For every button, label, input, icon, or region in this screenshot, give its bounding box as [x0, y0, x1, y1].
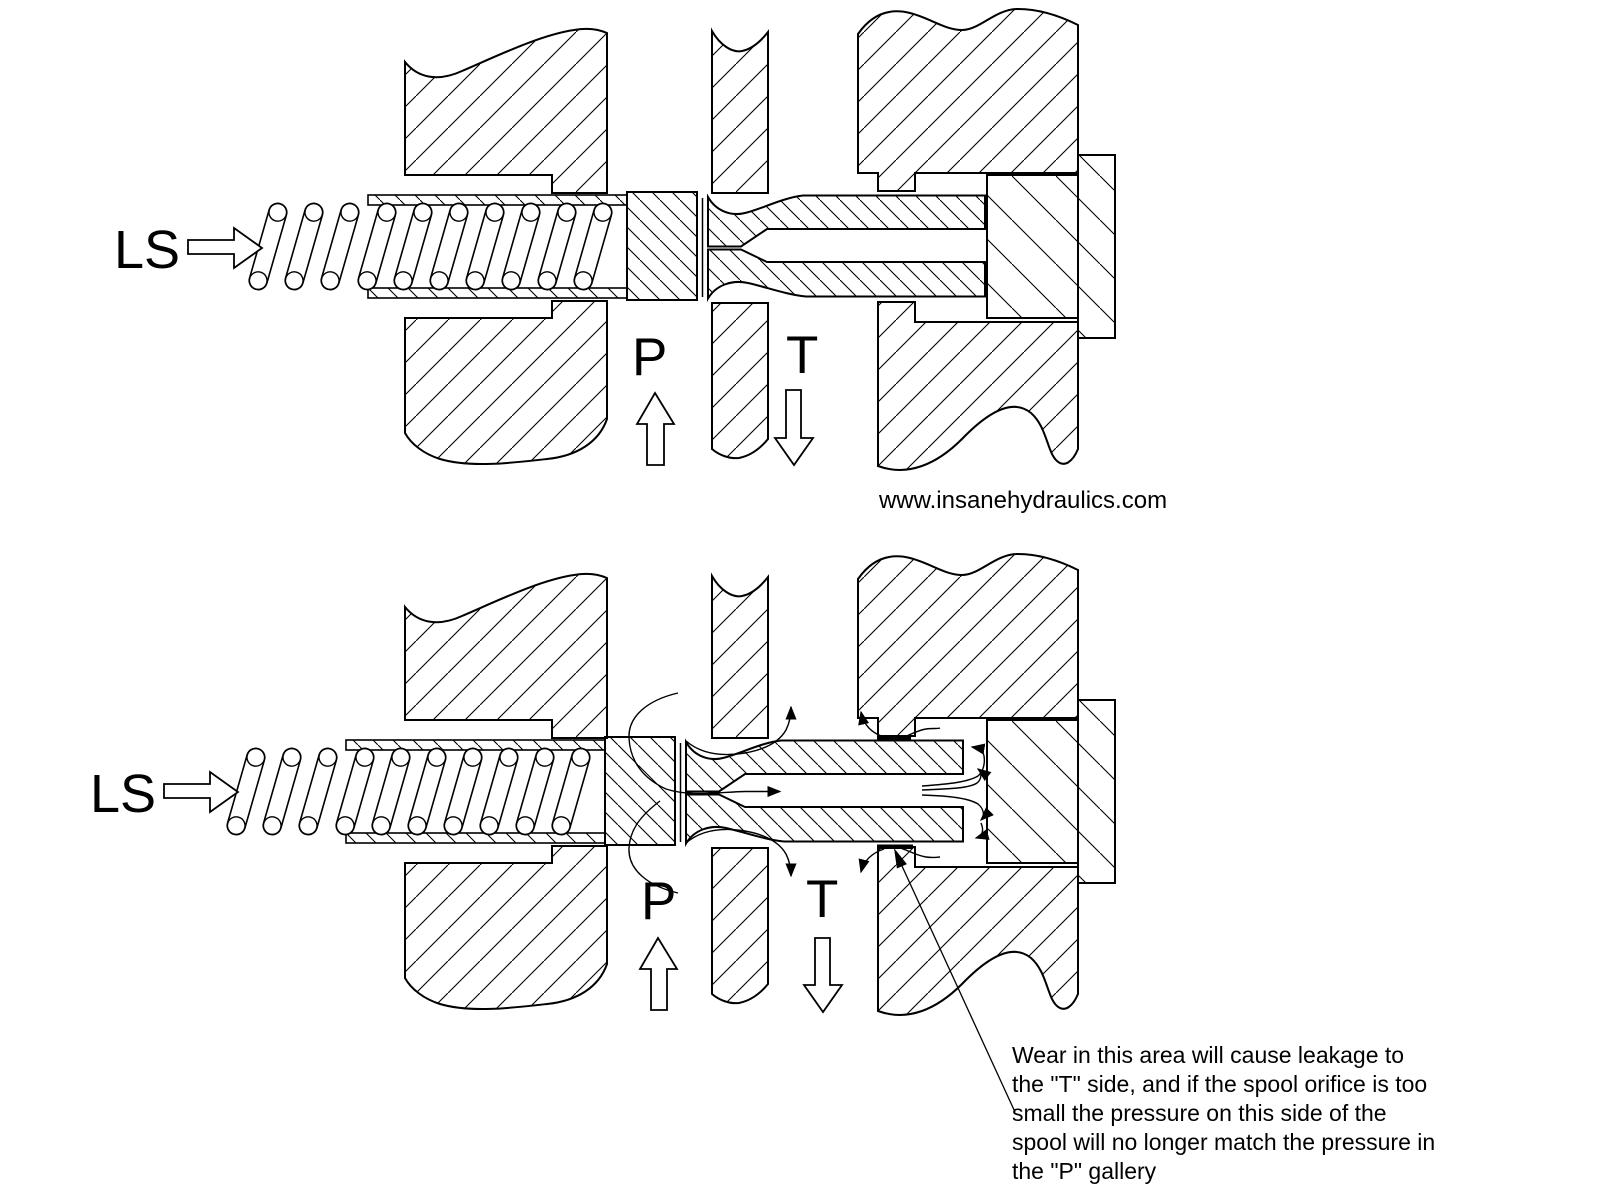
- upper-valve-body: [404, 8, 1116, 471]
- t-arrow-icon: [773, 389, 815, 467]
- ls-arrow-icon: [187, 226, 264, 270]
- website-watermark: www.insanehydraulics.com: [878, 487, 1167, 514]
- ls-label-lower: LS: [90, 764, 156, 824]
- p-arrow-icon: [638, 936, 679, 1011]
- leak-curl-right-3: [921, 794, 994, 821]
- annotation-line: the "T" side, and if the spool orifice i…: [1012, 1071, 1427, 1097]
- leak-flow-feed-bottom: [628, 800, 679, 894]
- upper-valve-diagram: LS P T: [114, 8, 1116, 471]
- leakage-flow-lines: [628, 692, 994, 894]
- leader-line: [901, 865, 1016, 1113]
- t-port-label-lower: T: [806, 870, 838, 929]
- leak-tail-band-top: [885, 727, 941, 741]
- lower-valve-diagram: LS P T Wear in: [90, 553, 1435, 1184]
- leak-flow-foot-top: [858, 710, 885, 738]
- wear-band-top: [877, 737, 911, 742]
- p-port-label-upper: P: [632, 328, 667, 387]
- leak-curl-right-1: [921, 743, 986, 787]
- leader-arrowhead-icon: [894, 848, 907, 869]
- lower-spool-assembly-shifted: [225, 737, 963, 845]
- leak-curl-right-4: [974, 822, 990, 840]
- annotation-line: small the pressure on this side of the: [1012, 1100, 1387, 1126]
- lower-valve-body: [404, 553, 1116, 1016]
- leak-flow-orifice: [628, 692, 782, 798]
- annotation-line: Wear in this area will cause leakage to: [1012, 1042, 1404, 1068]
- leak-flow-foot-bottom: [858, 848, 885, 874]
- t-port-label-upper: T: [786, 326, 818, 385]
- t-arrow-icon: [802, 937, 844, 1014]
- annotation-line: the "P" gallery: [1012, 1158, 1157, 1184]
- annotation-line: spool will no longer match the pressure …: [1012, 1129, 1435, 1155]
- ls-label-upper: LS: [114, 220, 180, 280]
- p-port-label-lower: P: [641, 872, 676, 931]
- upper-spool-assembly: [247, 192, 985, 300]
- leak-flow-under-waist-bottom: [685, 828, 797, 878]
- wear-annotation: Wear in this area will cause leakage to …: [1012, 1042, 1435, 1184]
- p-arrow-icon: [635, 391, 676, 466]
- leak-tail-band-bottom: [885, 845, 941, 859]
- ls-arrow-icon: [163, 770, 240, 814]
- annotation-leader: [894, 848, 1016, 1113]
- leak-flow-over-waist-top: [685, 705, 797, 756]
- leak-curl-right-2: [921, 768, 992, 791]
